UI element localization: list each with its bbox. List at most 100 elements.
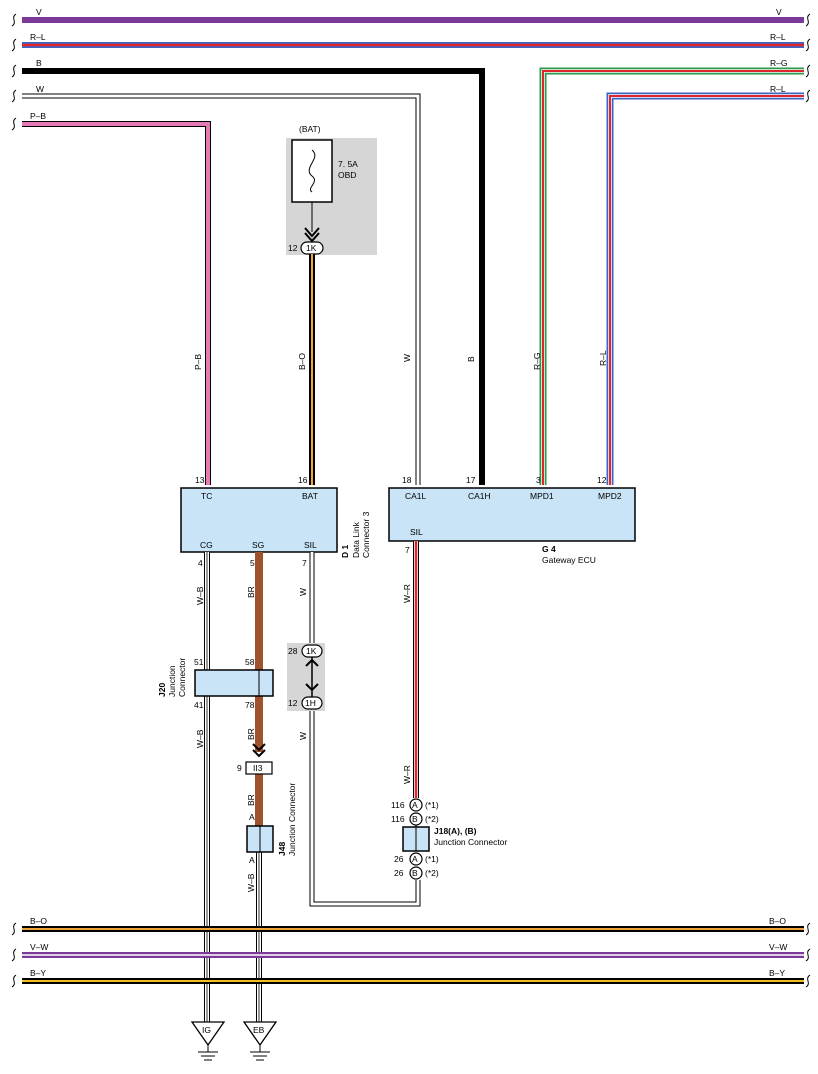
wire-label-w: W	[298, 588, 308, 596]
chevron-up-icon	[305, 658, 319, 667]
gateway-box	[388, 487, 636, 542]
connector-id: 1H	[305, 698, 316, 708]
bus-vw-bottom: V–W V–W	[11, 942, 811, 962]
gateway-pin-num: 17	[466, 475, 476, 485]
j20-junction-connector: 51 58 41 78 J20 Junction Connector	[157, 657, 274, 710]
bus-label-right: V–W	[769, 942, 787, 952]
wire-label-b: B	[466, 356, 476, 362]
dlc-name: Connector 3	[361, 511, 371, 558]
bus-bo-bottom: B–O B–O	[11, 916, 811, 936]
dlc-pin-name: SIL	[304, 540, 317, 550]
j18-pin-num: 26	[394, 868, 404, 878]
dlc-pin-num: 7	[302, 558, 307, 568]
connector-pin: 12	[288, 243, 298, 253]
j48-code: J48	[277, 842, 287, 856]
connector-pin: 28	[288, 646, 298, 656]
wire-label-wb: W–B	[195, 729, 205, 748]
dlc-pin-num: 13	[195, 475, 205, 485]
j18-pin-num: 116	[391, 800, 405, 810]
connector-id: 1K	[306, 646, 317, 656]
j20-box	[194, 669, 274, 697]
wire-label-rl: R–L	[598, 350, 608, 366]
gateway-ecu: 18 CA1L 17 CA1H 3 MPD1 12 MPD2 SIL 7 G 4…	[388, 475, 636, 565]
wire-label-w: W	[402, 354, 412, 362]
connector-1k-1h: 28 1K 12 1H	[287, 643, 325, 711]
ground-ig: IG	[190, 1021, 226, 1061]
j20-pin: 58	[245, 657, 255, 667]
gateway-pin-name: SIL	[410, 527, 423, 537]
dlc-pin-num: 5	[250, 558, 255, 568]
bus-label-right: R–L	[770, 84, 786, 94]
ground-id: IG	[202, 1025, 211, 1035]
chevron-down-icon	[304, 227, 320, 238]
j20-pin: 41	[194, 700, 204, 710]
wire-label-br: BR	[246, 794, 256, 806]
bus-label-right: B–O	[769, 916, 786, 926]
bus-pb: P–B	[11, 111, 211, 485]
chevron-down-icon	[252, 743, 266, 752]
gateway-pin-num: 12	[597, 475, 607, 485]
gateway-code: G 4	[542, 544, 556, 554]
gateway-pin-num: 18	[402, 475, 412, 485]
chevron-down-icon	[305, 683, 319, 692]
gateway-pin-name: MPD1	[530, 491, 554, 501]
fuse-name: OBD	[338, 170, 356, 180]
ground-icon	[242, 1021, 278, 1047]
bus-label-left: V–W	[30, 942, 48, 952]
bus-by-bottom: B–Y B–Y	[11, 968, 811, 988]
wire-label-bo: B–O	[297, 353, 307, 370]
dlc-pin-name: CG	[200, 540, 213, 550]
dlc-pin-name: TC	[201, 491, 212, 501]
j18-pin-num: 116	[391, 814, 405, 824]
dlc-pin-num: 4	[198, 558, 203, 568]
bus-label-left: B–Y	[30, 968, 46, 978]
fuse-source: (BAT)	[299, 124, 321, 134]
j18-pin-letter: B	[412, 814, 418, 824]
dlc-pin-name: BAT	[302, 491, 318, 501]
j48-pin: A	[249, 855, 255, 865]
j20-code: J20	[157, 683, 167, 697]
wire-label-wr: W–R	[402, 584, 412, 603]
dlc-box	[180, 487, 338, 553]
fuse-icon	[308, 149, 316, 193]
bus-label-right: V	[776, 7, 782, 17]
dlc-name: Data Link	[351, 521, 361, 558]
gateway-pin-name: CA1L	[405, 491, 427, 501]
dlc-pin-name: SG	[252, 540, 264, 550]
ground-icon	[190, 1021, 226, 1047]
connector-id: 1K	[306, 243, 317, 253]
j20-pin: 78	[245, 700, 255, 710]
wire-w-loop	[309, 552, 421, 907]
dlc-pin-num: 16	[298, 475, 308, 485]
ground-eb: EB	[242, 1021, 278, 1061]
bus-label-right: R–L	[770, 32, 786, 42]
bus-label-left: P–B	[30, 111, 46, 121]
bus-w: W	[11, 84, 421, 485]
bus-label-left: V	[36, 7, 42, 17]
gateway-name: Gateway ECU	[542, 555, 596, 565]
bus-label-left: R–L	[30, 32, 46, 42]
j18-name: Junction Connector	[434, 837, 507, 847]
connector-ii3: 9 II3	[237, 743, 273, 775]
j18-code: J18(A), (B)	[434, 826, 477, 836]
j18-pin-num: 26	[394, 854, 404, 864]
bus-label-left: B	[36, 58, 42, 68]
j18-pin-letter: A	[412, 854, 418, 864]
ground-id: EB	[253, 1025, 265, 1035]
data-link-connector-3: 13 TC 16 BAT CG SG SIL 4 5 7 D 1 Data Li…	[180, 475, 371, 568]
connector-pin: 9	[237, 763, 242, 773]
j20-name: Junction	[167, 665, 177, 697]
fuse-body	[291, 139, 333, 203]
j18-pin-letter: A	[412, 800, 418, 810]
gateway-pin-name: MPD2	[598, 491, 622, 501]
j48-pin: A	[249, 812, 255, 822]
bus-v-top: V V	[11, 7, 811, 27]
connector-1k-top: 12 1K	[288, 241, 324, 255]
chevron-down-icon	[304, 232, 320, 243]
chevron-down-icon	[252, 749, 266, 758]
bus-rg: R–G	[539, 58, 811, 485]
bus-rl-right: R–L	[606, 84, 811, 485]
j18-junction-connector: 116 A (*1) 116 B (*2) J18(A), (B) Juncti…	[391, 798, 507, 880]
j20-pin: 51	[194, 657, 204, 667]
